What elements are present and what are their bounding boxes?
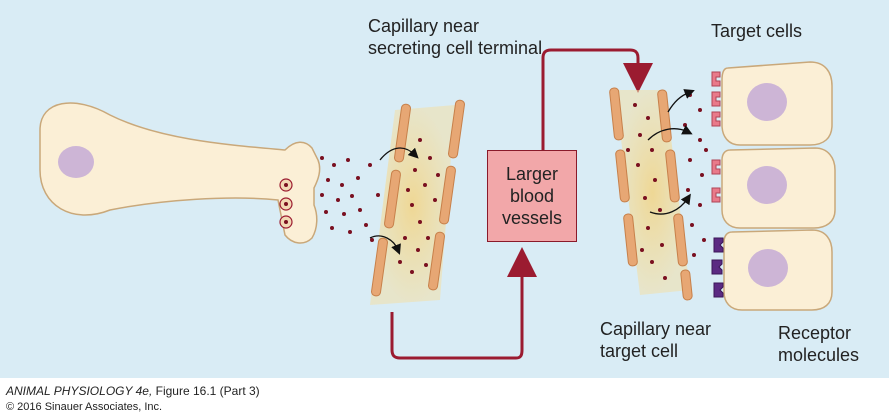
secreting-cell — [39, 102, 321, 244]
hormone-near-targets — [683, 93, 708, 257]
target-cell-nucleus — [747, 166, 787, 204]
diffusion-arrow — [647, 125, 693, 141]
receptors-pink — [711, 71, 721, 203]
target-cell-nucleus — [747, 83, 787, 121]
diffusion-arrow — [649, 193, 691, 215]
diffusion-arrow — [369, 235, 401, 255]
released-hormone — [320, 156, 380, 242]
larger-blood-vessels-box: Larger blood vessels — [487, 150, 577, 242]
label-capillary-near-target-cell: Capillary near target cell — [600, 319, 712, 361]
label-target-cells: Target cells — [711, 21, 803, 41]
pathway-arrow-to-vessels — [390, 247, 537, 360]
caption-figure-number: Figure 16.1 (Part 3) — [152, 384, 260, 398]
capillary-near-target-cell — [609, 87, 693, 301]
caption-book-title: ANIMAL PHYSIOLOGY 4e, — [6, 384, 153, 398]
target-cell-1 — [721, 61, 833, 146]
target-cell-nucleus — [748, 249, 788, 287]
figure-panel: Capillary near secreting cell terminal L… — [0, 0, 889, 378]
diffusion-arrow — [379, 147, 419, 161]
target-cell-2 — [721, 147, 836, 229]
figure-caption: ANIMAL PHYSIOLOGY 4e, Figure 16.1 (Part … — [6, 384, 260, 398]
label-larger-blood-vessels: Larger blood vessels — [501, 164, 563, 228]
capillary-near-secreting-cell — [370, 99, 465, 305]
pathway-arrow-to-target — [541, 48, 653, 150]
endocrine-diagram — [39, 48, 836, 360]
copyright-notice: © 2016 Sinauer Associates, Inc. — [6, 401, 163, 413]
target-cell-3 — [723, 229, 833, 311]
secreting-cell-nucleus — [58, 146, 94, 178]
label-receptor-molecules: Receptor molecules — [778, 323, 860, 365]
receptors-purple — [711, 237, 724, 298]
label-capillary-near-secreting-cell: Capillary near secreting cell terminal — [368, 16, 543, 58]
diffusion-arrow — [667, 89, 695, 113]
secretory-vesicles — [279, 178, 293, 229]
